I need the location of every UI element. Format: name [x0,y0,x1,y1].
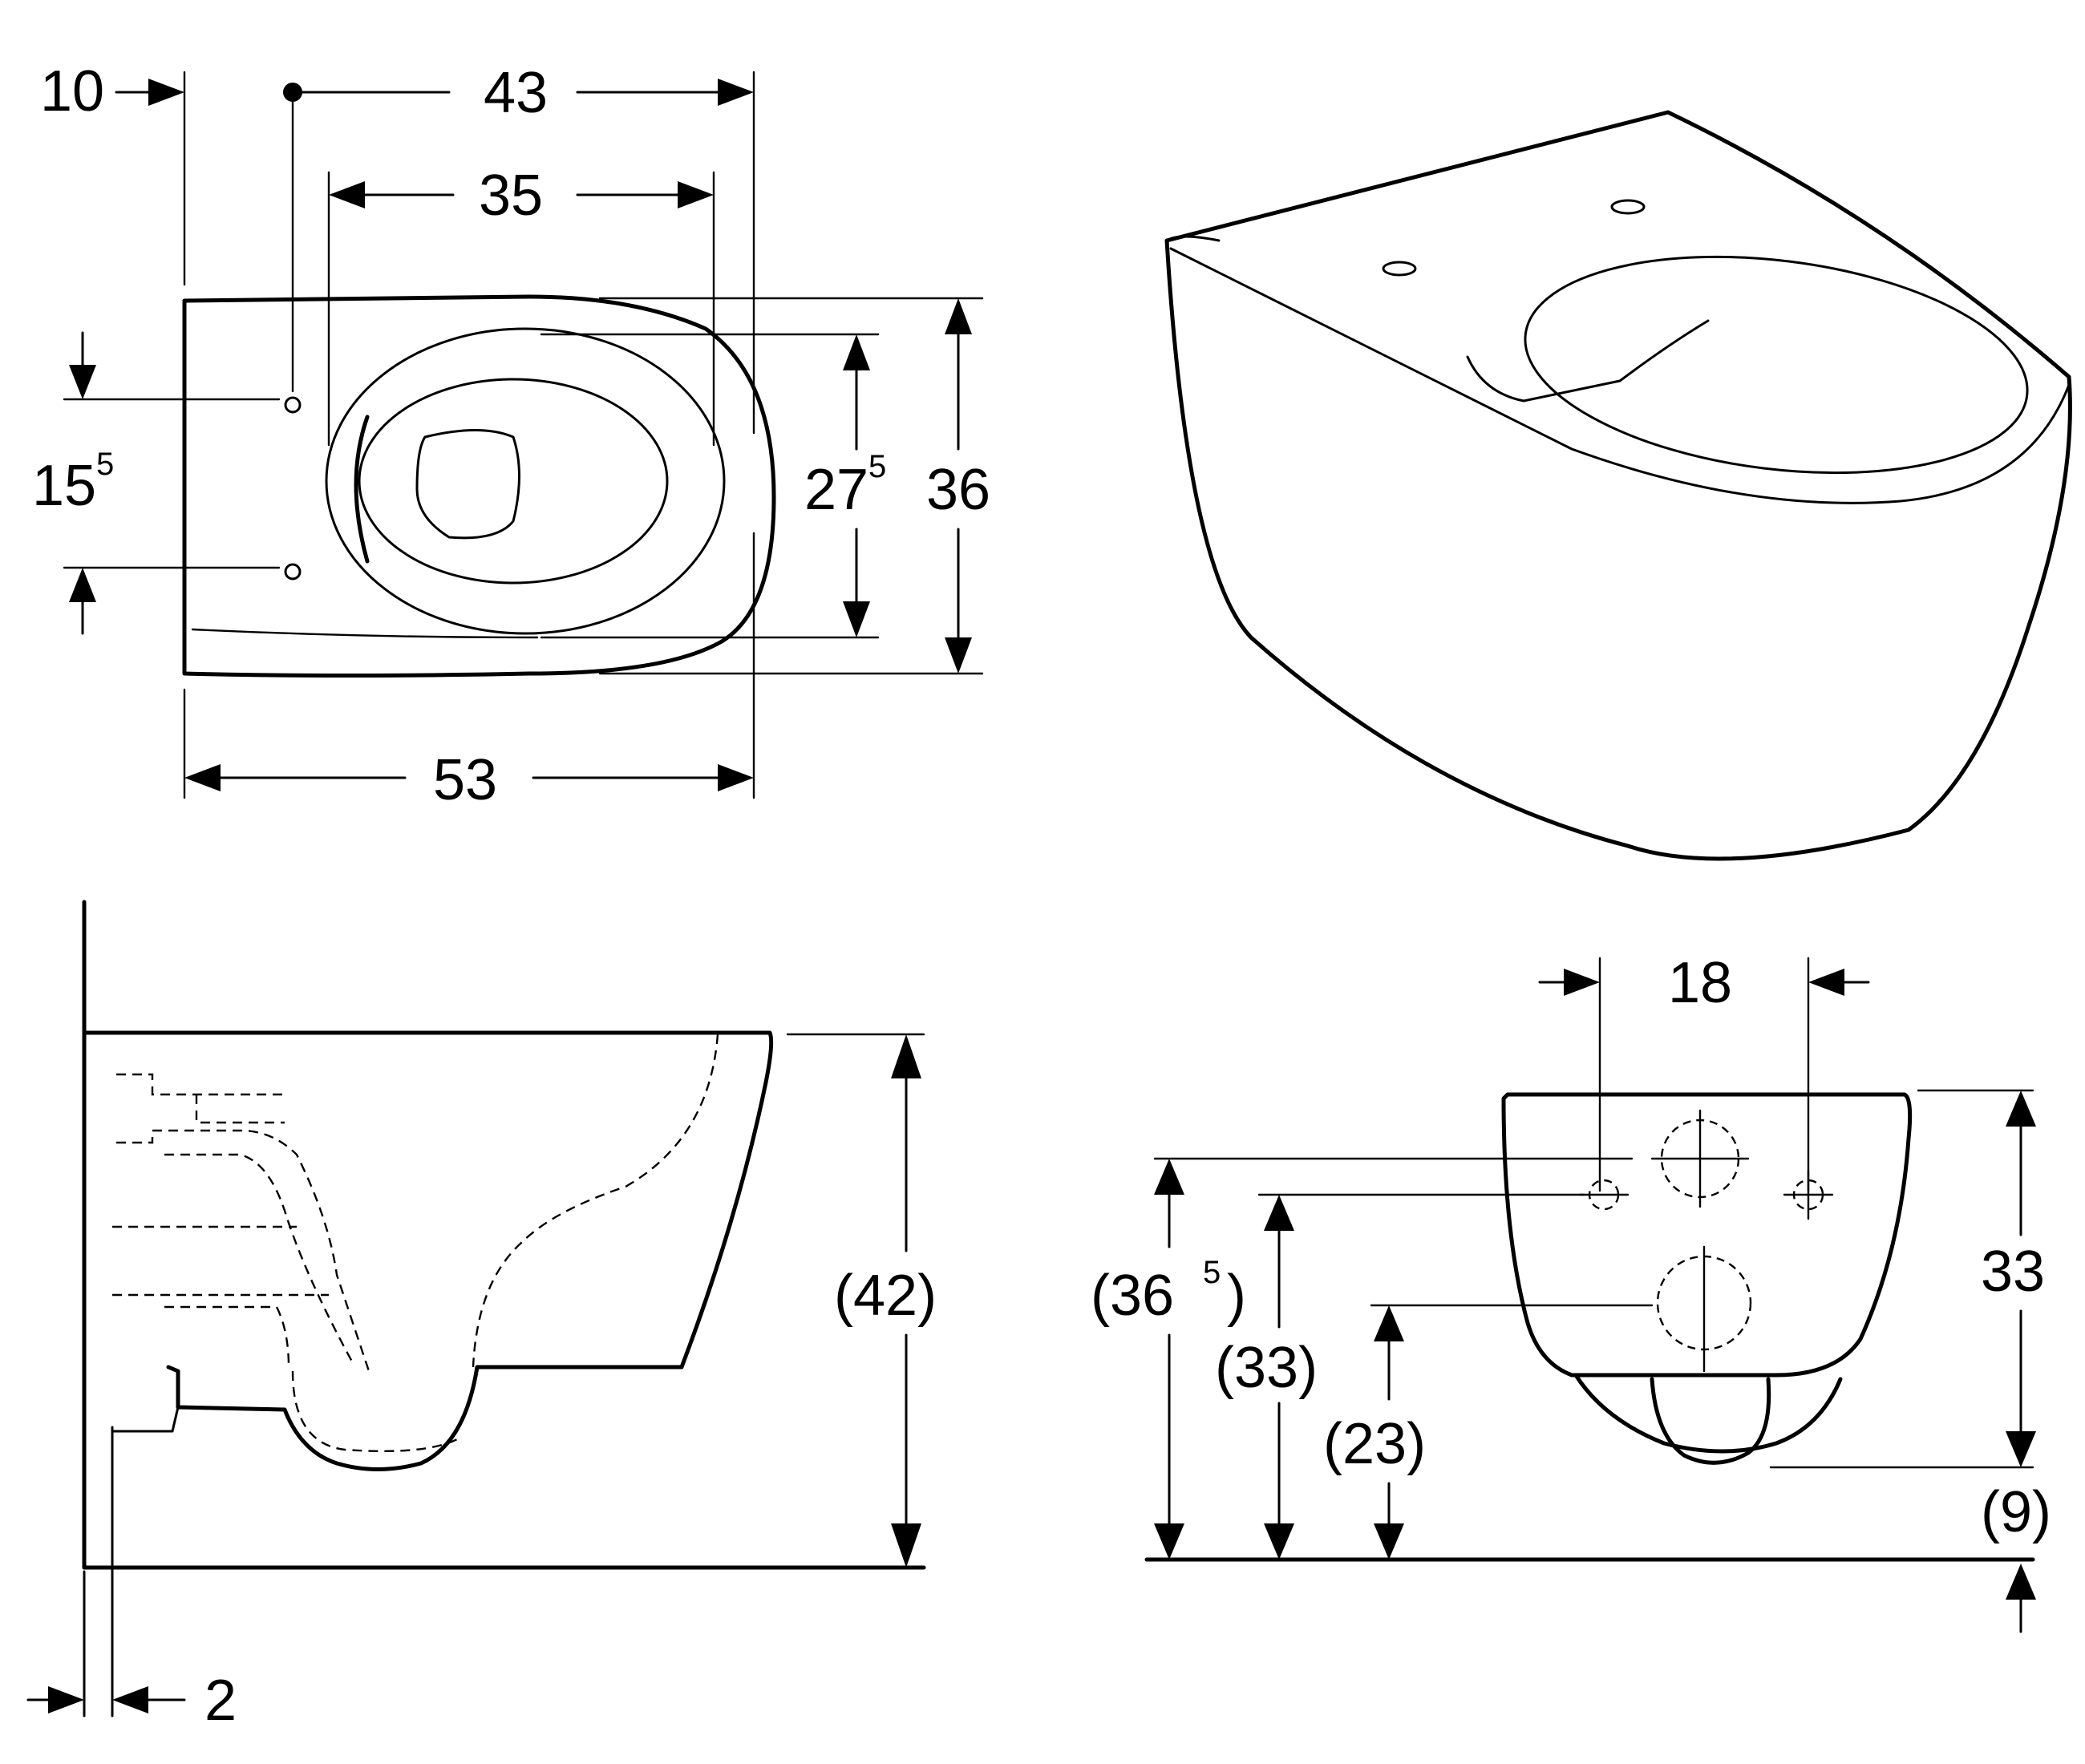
dim-9-label: (9) [1981,1480,2051,1544]
arrow-head [1264,1195,1294,1231]
arrow-head [329,181,365,208]
dim-36-front-close: ) [1227,1264,1246,1328]
dim-27-sup: 5 [868,449,886,484]
arrow-head [1374,1305,1404,1341]
arrow-head [678,181,714,208]
arrow-head [69,365,96,399]
hidden-line [164,1305,290,1368]
seat-ring-inner [358,378,669,585]
dim-10-label: 10 [40,59,104,123]
dim-23-label: (23) [1323,1412,1426,1476]
dim-35-label: 35 [479,164,543,228]
arrow-head [843,334,870,370]
side-base [111,1406,180,1433]
hidden-line [472,1034,719,1368]
arrow-head [945,298,972,334]
arrow-head [891,1523,921,1568]
arrow-head [891,1034,921,1078]
front-view: 18 (36 5 ) (33) (23) 33 (9) [1091,951,2051,1633]
dim-42-label: (42) [834,1264,937,1328]
arrow-head [718,764,754,791]
dim-15-label: 15 [32,454,96,518]
fixing-hole-bottom [284,563,302,581]
perspective-top-edge [1169,247,2071,504]
arrow-head [1264,1523,1294,1560]
arrow-head [1808,969,1844,996]
hidden-line [116,1129,370,1372]
dim-2-label: 2 [204,1669,237,1733]
arrow-head [945,637,972,674]
side-view: (42) 2 [26,900,937,1733]
arrow-head [2006,1090,2036,1127]
arrow-head [48,1686,84,1713]
hidden-line [195,1094,285,1124]
dim-33-label: 33 [1981,1240,2045,1304]
arrow-head [148,79,184,106]
front-pedestal [1573,1373,1843,1454]
top-view-outline [182,294,776,678]
side-body-outline [82,1030,774,1471]
arrow-head [1154,1159,1184,1195]
perspective-flush-edge [1466,319,1710,403]
bowl-opening [415,429,520,540]
arrow-head [843,601,870,637]
dim-36-front-sup: 5 [1203,1255,1221,1290]
arrow-head [718,79,754,106]
hidden-line [116,1073,285,1096]
dim-27-label: 27 [804,458,868,522]
front-outlet [1650,1377,1771,1465]
dim-33-paren-label: (33) [1215,1336,1318,1400]
arrow-head [69,568,96,602]
dim-43-label: 43 [484,61,548,125]
perspective-hole-right [1610,199,1646,215]
perspective-view [1164,110,2072,861]
dim-36-label: 36 [926,458,990,522]
fixing-hole-top [284,396,302,414]
perspective-corner [1165,235,1221,242]
arrow-head [1374,1523,1404,1560]
top-view-rim-line [191,628,539,639]
arrow-head [2006,1431,2036,1467]
arrow-head [2006,1564,2036,1600]
front-body-outline [1501,1092,1913,1378]
arrow-head [184,764,221,791]
perspective-bowl-rim [1524,255,2029,475]
dim-36-front-label: (36 [1091,1264,1174,1328]
hidden-line [291,1370,458,1453]
arrow-head [112,1686,148,1713]
rim-flush-edge [354,415,370,564]
dim-15-sup: 5 [96,447,114,482]
top-view: 10 43 35 15 5 27 5 36 [32,59,990,812]
dim-18-label: 18 [1668,951,1732,1015]
perspective-hole-left [1382,261,1417,277]
perspective-outline [1164,110,2072,861]
seat-ring-outer [325,327,726,635]
arrow-head [1564,969,1600,996]
dim-53-label: 53 [433,748,497,812]
hidden-line [164,1153,354,1364]
arrow-head [1154,1523,1184,1560]
